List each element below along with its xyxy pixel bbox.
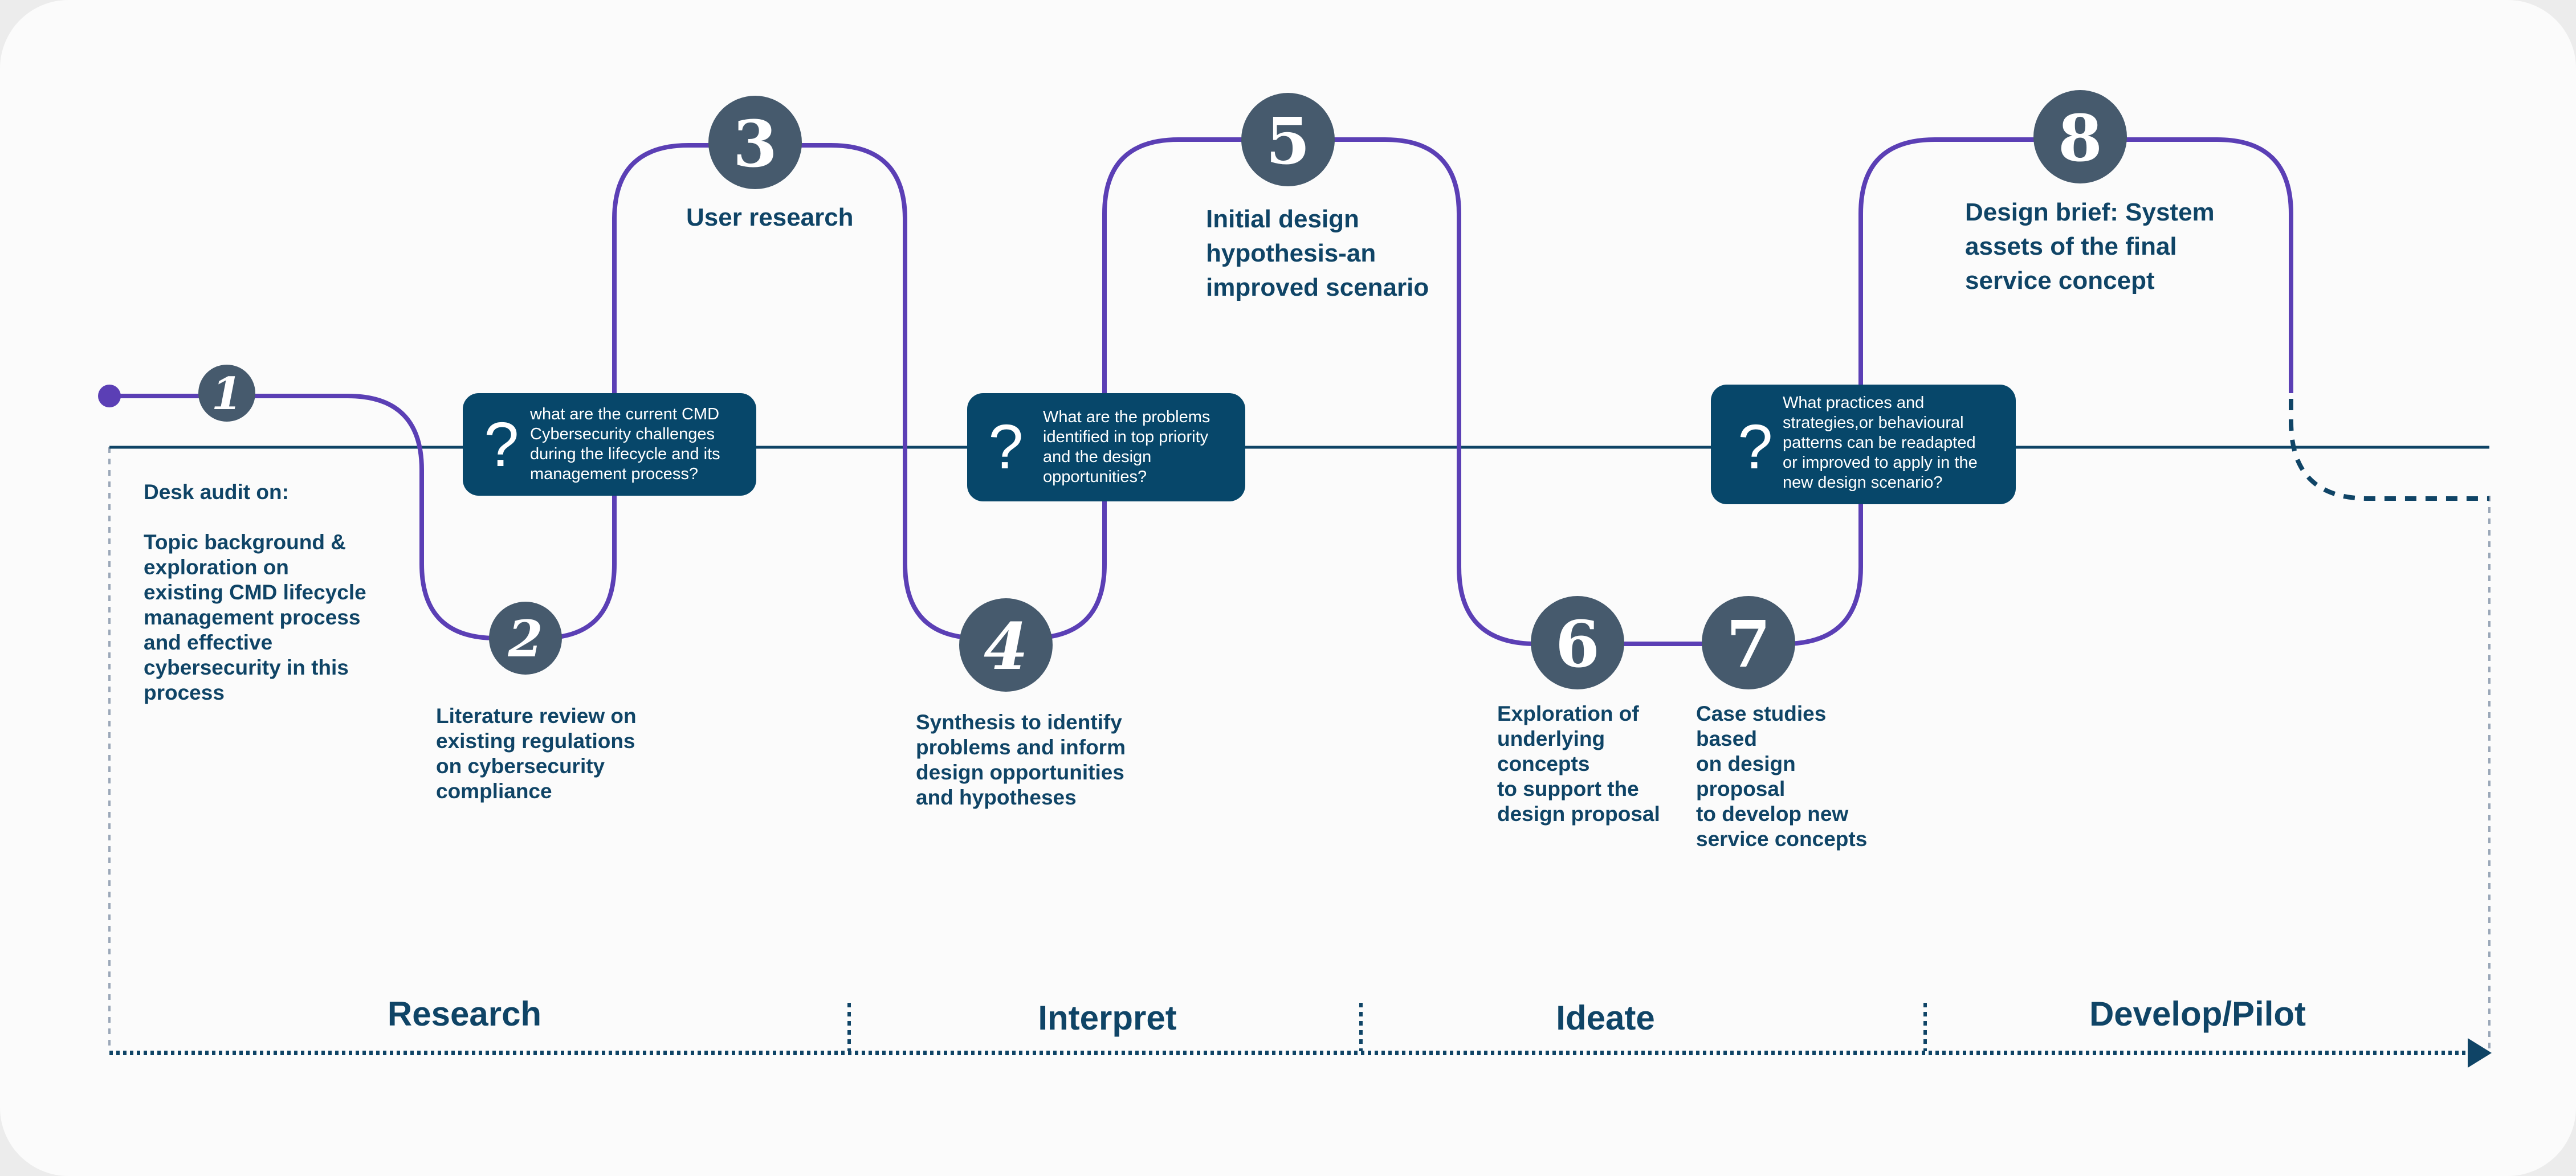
desk-audit-heading: Desk audit on:: [144, 480, 289, 504]
step-number: 4: [984, 610, 1028, 684]
step-label-line: underlying concepts: [1497, 727, 1605, 775]
phase-label-ideate: Ideate: [1556, 999, 1655, 1037]
question-line: What are the problems: [1043, 408, 1210, 426]
question-line: Cybersecurity challenges: [530, 425, 715, 443]
step-number: 7: [1726, 607, 1771, 682]
step-number: 8: [2058, 101, 2102, 176]
question-1-text: what are the current CMD Cybersecurity c…: [530, 405, 752, 484]
step-label-line: existing regulations: [436, 729, 635, 753]
phase-label-research: Research: [387, 995, 542, 1033]
step-label-line: service concepts: [1696, 827, 1868, 851]
step-label-line: Literature review on: [436, 704, 637, 728]
step-node-7: 7: [1702, 596, 1795, 689]
phase-axis-arrowhead: [2468, 1038, 2492, 1068]
step-number: 5: [1266, 104, 1310, 179]
step-3-label: User research: [686, 201, 903, 235]
step-label-line: Synthesis to identify: [916, 710, 1122, 734]
phase-label-develop-pilot: Develop/Pilot: [2089, 995, 2306, 1033]
step-number: 3: [733, 107, 777, 182]
step-node-8: 8: [2033, 90, 2127, 183]
step-label-line: to support the: [1497, 777, 1639, 801]
step-label-line: Exploration of: [1497, 702, 1639, 725]
step-node-3: 3: [708, 96, 802, 189]
step-label-line: and hypotheses: [916, 786, 1077, 809]
question-mark-icon: ?: [1738, 412, 1772, 482]
step-7-label: Case studies based on design proposal to…: [1696, 701, 1890, 852]
step-label-line: Design brief: System: [1965, 198, 2215, 226]
question-line: opportunities?: [1043, 468, 1147, 486]
step-5-label: Initial design hypothesis-an improved sc…: [1206, 202, 1445, 305]
step-number: 6: [1555, 607, 1600, 682]
step-node-4: 4: [959, 598, 1053, 692]
step-8-label: Design brief: System assets of the final…: [1965, 195, 2239, 298]
step-node-5: 5: [1241, 93, 1335, 186]
question-line: new design scenario?: [1783, 473, 1943, 492]
desk-audit-line: existing CMD lifecycle: [144, 581, 366, 604]
step-node-6: 6: [1531, 596, 1624, 689]
desk-audit-line: Topic background &: [144, 530, 346, 554]
step-label-line: to develop new: [1696, 802, 1849, 826]
step-label-line: Initial design: [1206, 205, 1359, 233]
step-label-line: service concept: [1965, 267, 2155, 295]
path-start-dot: [98, 385, 121, 407]
step-2-label: Literature review on existing regulation…: [436, 704, 653, 804]
question-2-text: What are the problems identified in top …: [1043, 407, 1242, 487]
step-label-line: hypothesis-an: [1206, 239, 1376, 267]
step-label-line: improved scenario: [1206, 273, 1429, 301]
step-label-line: on design proposal: [1696, 752, 1796, 801]
step-label-line: on cybersecurity: [436, 754, 605, 778]
step-node-1: 1: [198, 365, 255, 422]
desk-audit-line: management process: [144, 606, 361, 629]
question-box-3: ?: [1711, 385, 2016, 504]
question-mark-icon: ?: [484, 410, 519, 480]
question-line: patterns can be readapted: [1783, 434, 1976, 452]
step-node-2: 2: [489, 602, 562, 675]
desk-audit-block: Desk audit on: Topic background & explor…: [144, 480, 372, 705]
step-label-line: compliance: [436, 779, 552, 803]
question-line: what are the current CMD: [530, 405, 720, 423]
desk-audit-line: process: [144, 681, 225, 704]
question-mark-icon: ?: [988, 412, 1023, 482]
desk-audit-line: cybersecurity in this: [144, 656, 349, 679]
step-label-line: problems and inform: [916, 736, 1126, 759]
question-line: What practices and: [1783, 394, 1925, 412]
step-label-line: assets of the final: [1965, 232, 2177, 260]
question-line: during the lifecycle and its: [530, 445, 720, 463]
step-number: 2: [507, 609, 543, 668]
step-4-label: Synthesis to identify problems and infor…: [916, 710, 1132, 810]
step-6-label: Exploration of underlying concepts to su…: [1497, 701, 1691, 827]
question-line: or improved to apply in the: [1783, 454, 1978, 472]
future-dashed-path: [2289, 399, 2489, 501]
question-line: and the design: [1043, 448, 1152, 466]
question-line: identified in top priority: [1043, 428, 1209, 446]
question-line: management process?: [530, 465, 698, 483]
step-label-line: Case studies based: [1696, 702, 1827, 750]
step-label-line: design opportunities: [916, 761, 1124, 784]
desk-audit-line: and effective: [144, 631, 273, 654]
step-label-line: design proposal: [1497, 802, 1660, 826]
step-label-line: User research: [686, 203, 854, 231]
question-box-1: ?: [463, 393, 756, 496]
question-3-text: What practices and strategies,or behavio…: [1783, 393, 2011, 493]
phase-label-interpret: Interpret: [1038, 999, 1177, 1037]
desk-audit-line: exploration on: [144, 556, 289, 579]
question-box-2: ?: [967, 393, 1245, 501]
step-number: 1: [211, 368, 242, 420]
question-line: strategies,or behavioural: [1783, 414, 1964, 432]
